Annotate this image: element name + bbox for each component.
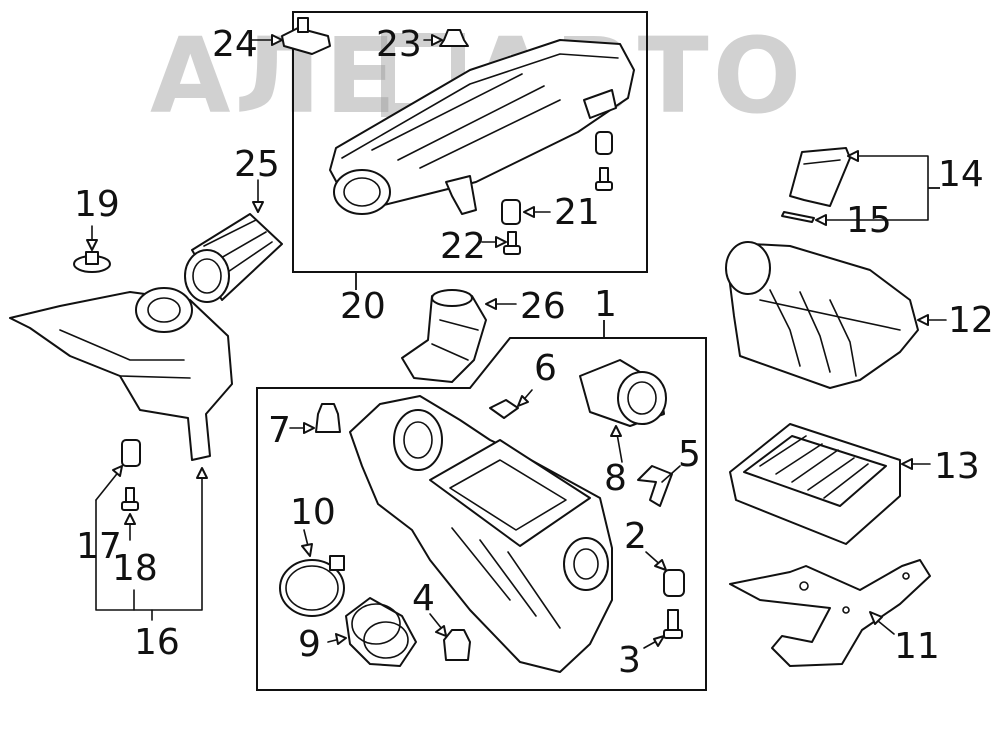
part-24-clip xyxy=(249,17,331,55)
callout-2: 2 xyxy=(624,516,647,557)
callout-1: 1 xyxy=(594,284,617,325)
part-4-grommet xyxy=(429,613,471,661)
part-5-clip xyxy=(637,465,681,507)
callout-21: 21 xyxy=(554,192,600,233)
part-21-grommet xyxy=(501,199,551,225)
svg-text:АЛЕ: АЛЕ xyxy=(150,15,400,137)
part-1-air-cleaner-housing xyxy=(349,395,613,673)
callout-16: 16 xyxy=(134,622,180,663)
callout-15: 15 xyxy=(846,200,892,241)
part-22-bolt xyxy=(481,231,521,255)
callout-24: 24 xyxy=(212,24,258,65)
callout-20: 20 xyxy=(340,286,386,327)
part-6-clip xyxy=(489,389,533,419)
callout-5: 5 xyxy=(678,434,701,475)
callout-14: 14 xyxy=(938,154,984,195)
part-13-air-filter xyxy=(729,423,931,545)
part-23-grommet xyxy=(423,29,469,47)
part-18-bolt xyxy=(121,487,139,541)
callout-18: 18 xyxy=(112,548,158,589)
callout-6: 6 xyxy=(534,348,557,389)
callout-19: 19 xyxy=(74,184,120,225)
part-11-bracket xyxy=(729,559,931,667)
part-3-bolt xyxy=(643,609,683,649)
part-16-air-duct xyxy=(9,287,233,621)
part-9-boot xyxy=(327,597,417,667)
part-14-airflow-sensor xyxy=(789,147,929,221)
callout-10: 10 xyxy=(290,492,336,533)
callout-13: 13 xyxy=(934,446,980,487)
part-2-grommet xyxy=(645,551,685,597)
callout-11: 11 xyxy=(894,626,940,667)
part-10-clamp xyxy=(279,529,345,617)
callout-23: 23 xyxy=(376,24,422,65)
part-17-grommet xyxy=(95,439,141,501)
part-19-clip xyxy=(73,225,111,273)
part-12-air-cleaner-cover xyxy=(725,241,947,389)
part-21-grommet-upper xyxy=(595,131,613,191)
callout-26: 26 xyxy=(520,286,566,327)
callout-8: 8 xyxy=(604,458,627,499)
frame-air-box-cover-group xyxy=(292,11,648,273)
callout-3: 3 xyxy=(618,640,641,681)
callout-17: 17 xyxy=(76,526,122,567)
part-8-air-tube xyxy=(579,359,667,463)
part-7-grommet xyxy=(289,403,341,434)
callout-25: 25 xyxy=(234,144,280,185)
callout-4: 4 xyxy=(412,578,435,619)
callout-22: 22 xyxy=(440,226,486,267)
callout-9: 9 xyxy=(298,624,321,665)
callout-7: 7 xyxy=(268,410,291,451)
part-26-duct-elbow xyxy=(401,289,517,383)
frame-air-cleaner-group xyxy=(256,337,707,691)
part-20-air-box-cover xyxy=(329,39,635,215)
callout-12: 12 xyxy=(948,300,994,341)
part-25-intake-boot xyxy=(184,179,283,303)
part-15-seal xyxy=(781,211,827,226)
